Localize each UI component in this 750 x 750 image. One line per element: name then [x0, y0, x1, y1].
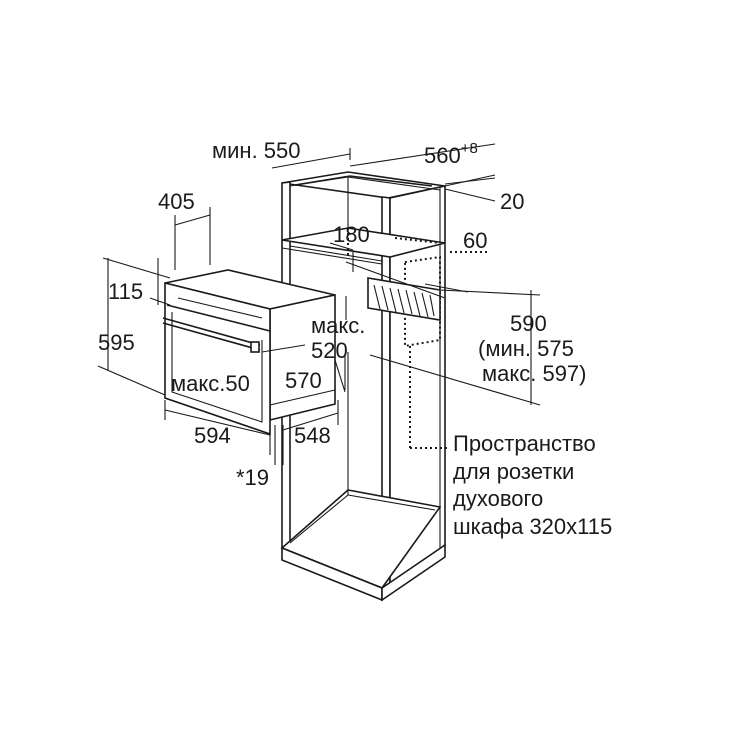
socket-note: Пространство для розетки духового шкафа … [453, 431, 612, 539]
socket-note-line-2: для розетки [453, 459, 574, 484]
oven [162, 269, 336, 436]
label-oven-width: 594 [194, 423, 231, 448]
dimension-lines [97, 143, 541, 465]
label-max-gap: макс.50 [171, 371, 250, 396]
label-back-gap: 20 [500, 189, 524, 214]
label-oven-height: 595 [98, 330, 135, 355]
label-min-width: мин. 550 [212, 138, 301, 163]
label-front-thickness: *19 [236, 465, 269, 490]
label-niche-height: 590 [510, 311, 547, 336]
label-oven-depth: 405 [158, 189, 195, 214]
socket-note-line-4: шкафа 320x115 [453, 514, 612, 539]
oven-handle [162, 317, 261, 353]
dimension-labels: мин. 550 560+8 20 405 180 60 115 595 мак… [98, 138, 587, 490]
socket-note-line-3: духового [453, 486, 543, 511]
label-niche-depth: 570 [285, 368, 322, 393]
label-niche-max: макс. 597) [482, 361, 587, 386]
label-niche-min: (мин. 575 [478, 336, 574, 361]
label-max: макс. [311, 313, 365, 338]
label-panel-height: 115 [108, 279, 143, 304]
label-vent: 60 [463, 228, 487, 253]
label-max-depth: 520 [311, 338, 348, 363]
label-shelf-depth: 180 [333, 222, 370, 247]
label-body-depth: 548 [294, 423, 331, 448]
vent-hatch [373, 284, 435, 318]
label-cab-width: 560+8 [424, 140, 478, 168]
socket-area [367, 251, 488, 449]
socket-note-line-1: Пространство [453, 431, 596, 456]
